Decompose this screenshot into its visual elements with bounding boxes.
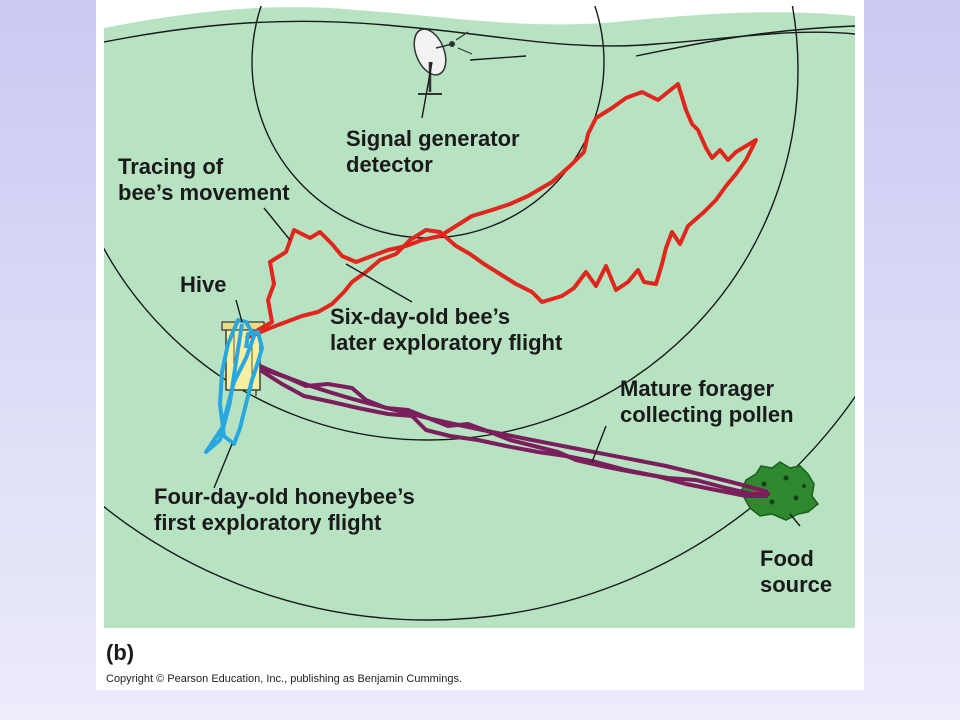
copyright-notice: Copyright © Pearson Education, Inc., pub… — [106, 673, 462, 685]
figure-panel: Signal generator detector Tracing of bee… — [96, 0, 864, 690]
panel-letter: (b) — [106, 640, 134, 665]
six-day-flight-path — [244, 82, 758, 340]
food-source-bush-icon — [740, 461, 820, 521]
mature-forager-flight-path — [259, 364, 769, 494]
tracing-label: bee’s movement — [118, 180, 290, 205]
outer-range-circle — [104, 395, 855, 621]
food-source-label: Food — [760, 546, 814, 571]
leader-line — [235, 299, 243, 323]
food-source-label: source — [760, 572, 832, 597]
signal-generator-label: Signal generator — [346, 126, 520, 151]
mature-forager-flight-path — [258, 368, 768, 498]
leader-line — [345, 263, 413, 303]
mature-forager-label: Mature forager — [620, 376, 774, 401]
four-day-label: first exploratory flight — [154, 510, 382, 535]
signal-generator-label: detector — [346, 152, 433, 177]
far-hills — [104, 6, 855, 28]
mature-forager-label: collecting pollen — [620, 402, 794, 427]
leader-line — [591, 425, 607, 463]
leader-line — [213, 443, 233, 489]
leader-line — [421, 61, 433, 119]
hive-label: Hive — [180, 272, 226, 297]
six-day-label: later exploratory flight — [330, 330, 563, 355]
four-day-flight-path — [204, 318, 264, 454]
hill-line — [635, 25, 855, 57]
field-background — [104, 6, 855, 628]
six-day-label: Six-day-old bee’s — [330, 304, 510, 329]
mature-forager-flight-path — [259, 366, 770, 496]
leader-line — [789, 513, 801, 527]
middle-range-circle — [104, 6, 799, 441]
four-day-label: Four-day-old honeybee’s — [154, 484, 415, 509]
leader-line — [263, 207, 291, 241]
bee-tracking-diagram: Signal generator detector Tracing of bee… — [104, 6, 855, 685]
tracing-label: Tracing of — [118, 154, 224, 179]
